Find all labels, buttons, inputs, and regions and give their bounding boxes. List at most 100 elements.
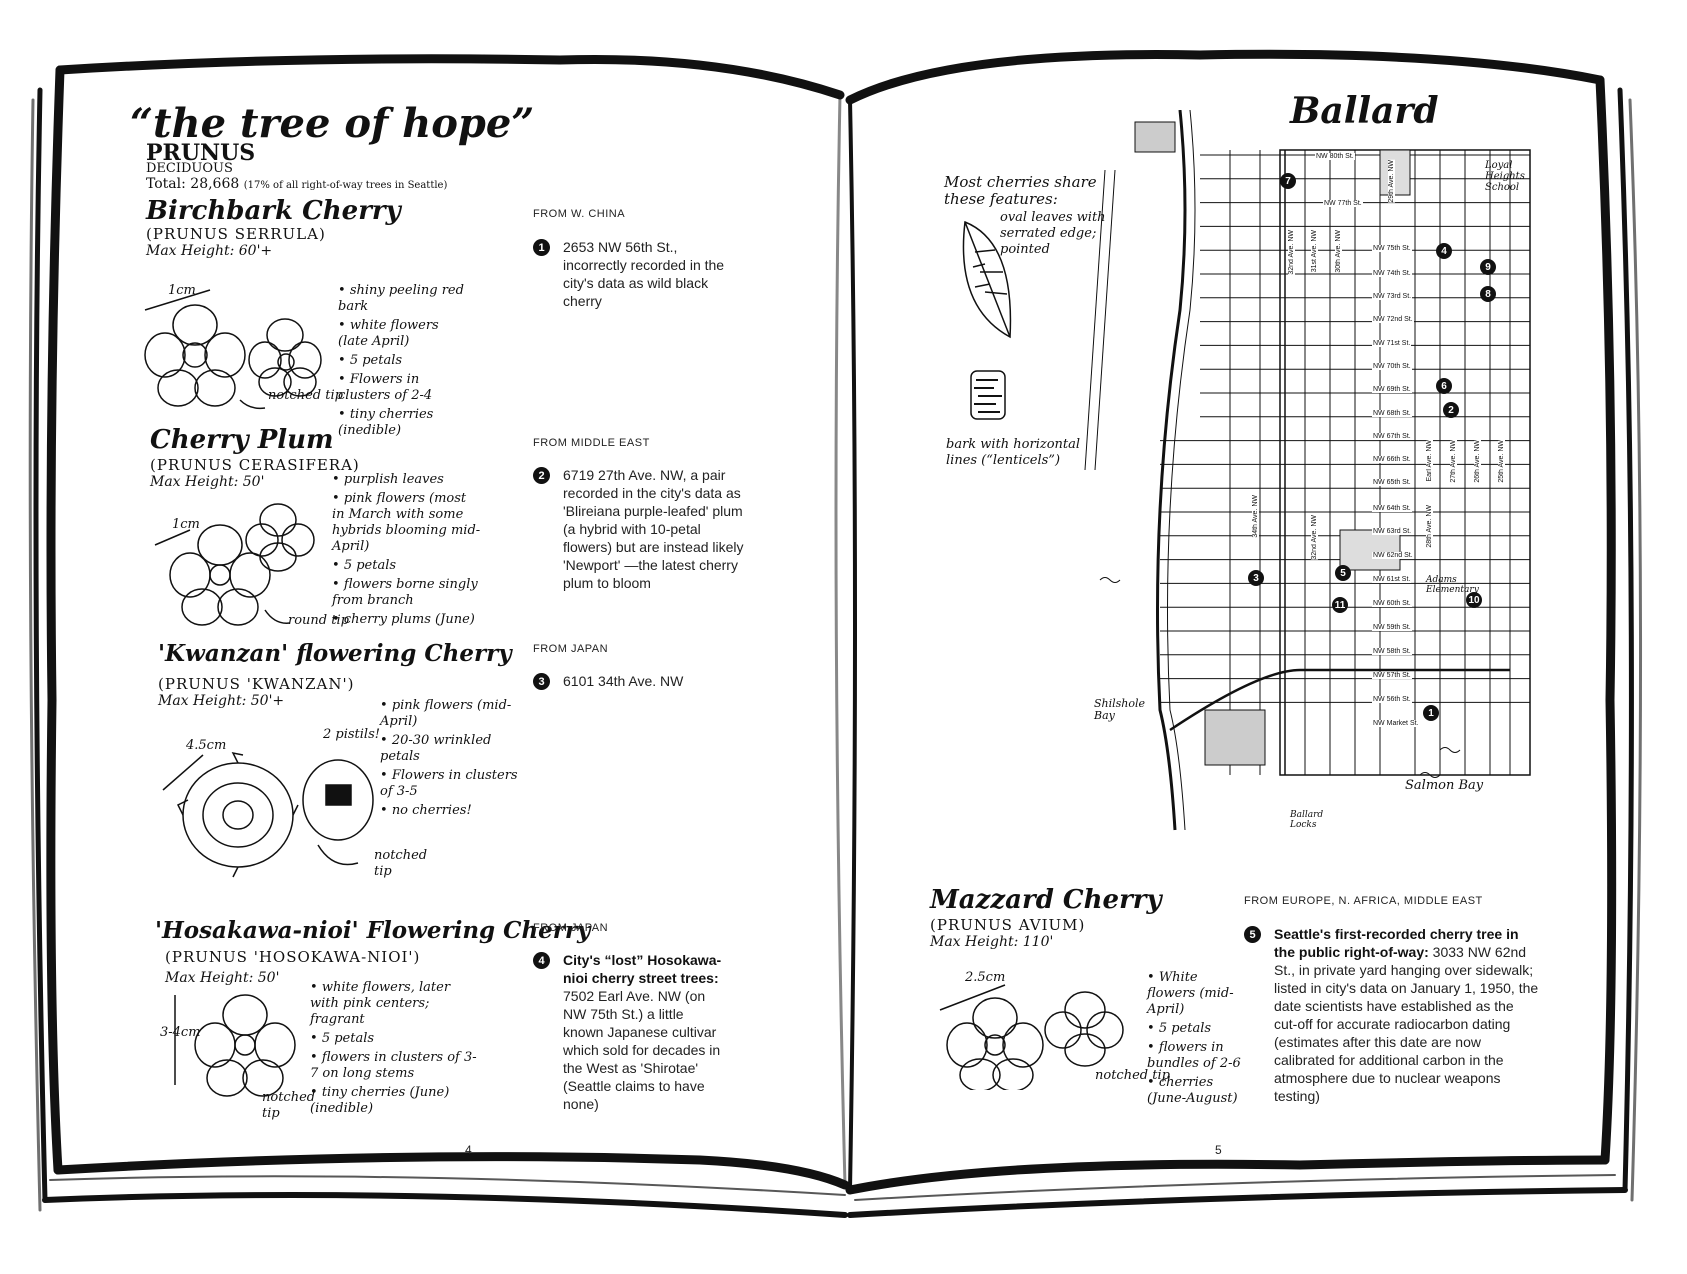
avenue-label: Earl Ave. NW	[1426, 440, 1433, 482]
feature-list: white flowers, later with pink centers; …	[310, 980, 480, 1120]
feature-item: 5 petals	[1147, 1021, 1247, 1037]
leaf-note: oval leaves with serrated edge; pointed	[1000, 210, 1106, 257]
feature-item: 5 petals	[310, 1031, 480, 1047]
species-name: 'Hosakawa-nioi' Flowering Cherry	[155, 917, 591, 944]
feature-item: White flowers (mid-April)	[1147, 970, 1247, 1018]
avenue-label: 30th Ave. NW	[1335, 230, 1342, 273]
street-label: NW 59th St.	[1372, 624, 1412, 631]
feature-item: pink flowers (most in March with some hy…	[332, 491, 482, 555]
scale-label: 3-4cm	[160, 1025, 201, 1040]
species-latin: (PRUNUS 'HOSOKAWA-NIOI')	[165, 948, 421, 966]
species-latin: (PRUNUS AVIUM)	[930, 916, 1086, 934]
map-marker: 2	[1443, 402, 1459, 418]
origin-label: FROM MIDDLE EAST	[533, 437, 650, 449]
avenue-label: 29th Ave. NW	[1388, 160, 1395, 203]
street-label: NW 69th St.	[1372, 386, 1412, 393]
flower-illustration	[174, 994, 296, 1097]
street-label: NW 58th St.	[1372, 648, 1412, 655]
entry-text: 7502 Earl Ave. NW (on NW 75th St.) a lit…	[563, 988, 721, 1112]
map-marker: 1	[1423, 705, 1439, 721]
habit-label: DECIDUOUS	[146, 161, 233, 176]
origin-label: FROM JAPAN	[533, 922, 609, 934]
street-label: NW 77th St.	[1323, 200, 1363, 207]
common-features-heading: Most cherries share these features:	[944, 173, 1097, 208]
entry-number-badge: 5	[1244, 926, 1261, 943]
feature-item: flowers in clusters of 3-7 on long stems	[310, 1050, 480, 1082]
flower-illustration	[162, 751, 374, 878]
street-label: NW 74th St.	[1372, 270, 1412, 277]
street-label: NW 75th St.	[1372, 245, 1412, 252]
flower-illustration	[144, 289, 322, 410]
feature-item: pink flowers (mid-April)	[380, 698, 520, 730]
entry: 2 6719 27th Ave. NW, a pair recorded in …	[533, 466, 773, 616]
entry: 3 6101 34th Ave. NW	[533, 672, 773, 696]
feature-item: cherry plums (June)	[332, 612, 482, 628]
feature-item: shiny peeling red bark	[338, 283, 468, 315]
total-note: (17% of all right-of-way trees in Seattl…	[243, 180, 448, 191]
callout-label: round tip	[288, 613, 349, 628]
species-name: 'Kwanzan' flowering Cherry	[158, 640, 512, 667]
bark-icon	[970, 370, 1006, 420]
species-height: Max Height: 50'+	[158, 693, 285, 709]
species-height: Max Height: 50'	[150, 474, 265, 490]
street-label: NW 68th St.	[1372, 410, 1412, 417]
street-label: NW 67th St.	[1372, 433, 1412, 440]
map-marker: 11	[1332, 597, 1348, 613]
avenue-label: 32nd Ave. NW	[1288, 230, 1295, 275]
species-name: Birchbark Cherry	[146, 196, 401, 226]
entry-number-badge: 4	[533, 952, 550, 969]
callout-label: notched tip	[374, 848, 428, 879]
entry-text: 6101 34th Ave. NW	[563, 673, 684, 689]
feature-list: White flowers (mid-April) 5 petals flowe…	[1147, 970, 1247, 1110]
street-label: NW 60th St.	[1372, 600, 1412, 607]
street-label: NW Market St.	[1372, 720, 1420, 727]
feature-item: Flowers in clusters of 2-4	[338, 372, 468, 404]
avenue-label: 27th Ave. NW	[1450, 440, 1457, 483]
avenue-label: 25th Ave. NW	[1498, 440, 1505, 483]
street-label: NW 66th St.	[1372, 456, 1412, 463]
entry-number-badge: 3	[533, 673, 550, 690]
feature-item: purplish leaves	[332, 472, 482, 488]
entry-bold: Seattle's first-recorded cherry tree in …	[1274, 926, 1519, 960]
origin-label: FROM EUROPE, N. AFRICA, MIDDLE EAST	[1244, 895, 1483, 907]
feature-item: cherries (June-August)	[1147, 1075, 1247, 1107]
street-label: NW 62nd St.	[1372, 552, 1414, 559]
feature-item: flowers borne singly from branch	[332, 577, 482, 609]
feature-item: white flowers, later with pink centers; …	[310, 980, 480, 1028]
map-marker: 7	[1280, 173, 1296, 189]
species-latin: (PRUNUS CERASIFERA)	[150, 456, 360, 474]
place-label: Salmon Bay	[1405, 778, 1484, 793]
entry: 4 City's “lost” Hosokawa-nioi cherry str…	[533, 951, 773, 1141]
feature-item: tiny cherries (inedible)	[338, 407, 468, 439]
page-number: 4	[465, 1143, 472, 1157]
feature-item: tiny cherries (June) (inedible)	[310, 1085, 480, 1117]
flower-illustration	[154, 503, 315, 626]
avenue-label: 28th Ave. NW	[1426, 505, 1433, 548]
map-marker: 6	[1436, 378, 1452, 394]
place-label: Loyal Heights School	[1485, 160, 1525, 193]
species-latin: (PRUNUS 'KWANZAN')	[158, 675, 355, 693]
page-title: “the tree of hope”	[130, 100, 535, 147]
place-label: Ballard Locks	[1290, 810, 1324, 830]
street-label: NW 71st St.	[1372, 340, 1412, 347]
feature-item: 5 petals	[332, 558, 482, 574]
map-marker: 9	[1480, 259, 1496, 275]
map-title: Ballard	[1290, 90, 1439, 132]
callout-label: notched tip	[1095, 1068, 1170, 1083]
leaf-icon	[962, 220, 1012, 339]
street-label: NW 80th St.	[1315, 153, 1355, 160]
entry-number-badge: 2	[533, 467, 550, 484]
feature-item: flowers in bundles of 2-6	[1147, 1040, 1247, 1072]
avenue-label: 26th Ave. NW	[1474, 440, 1481, 483]
origin-label: FROM JAPAN	[533, 643, 609, 655]
callout-label: notched tip	[262, 1090, 316, 1121]
entry-number-badge: 1	[533, 239, 550, 256]
species-name: Mazzard Cherry	[930, 885, 1162, 915]
feature-item: Flowers in clusters of 3-5	[380, 768, 520, 800]
street-label: NW 70th St.	[1372, 363, 1412, 370]
street-label: NW 72nd St.	[1372, 316, 1414, 323]
map-marker: 8	[1480, 286, 1496, 302]
street-label: NW 73rd St.	[1372, 293, 1413, 300]
entry-text: 6719 27th Ave. NW, a pair recorded in th…	[563, 467, 744, 591]
street-label: NW 57th St.	[1372, 672, 1412, 679]
